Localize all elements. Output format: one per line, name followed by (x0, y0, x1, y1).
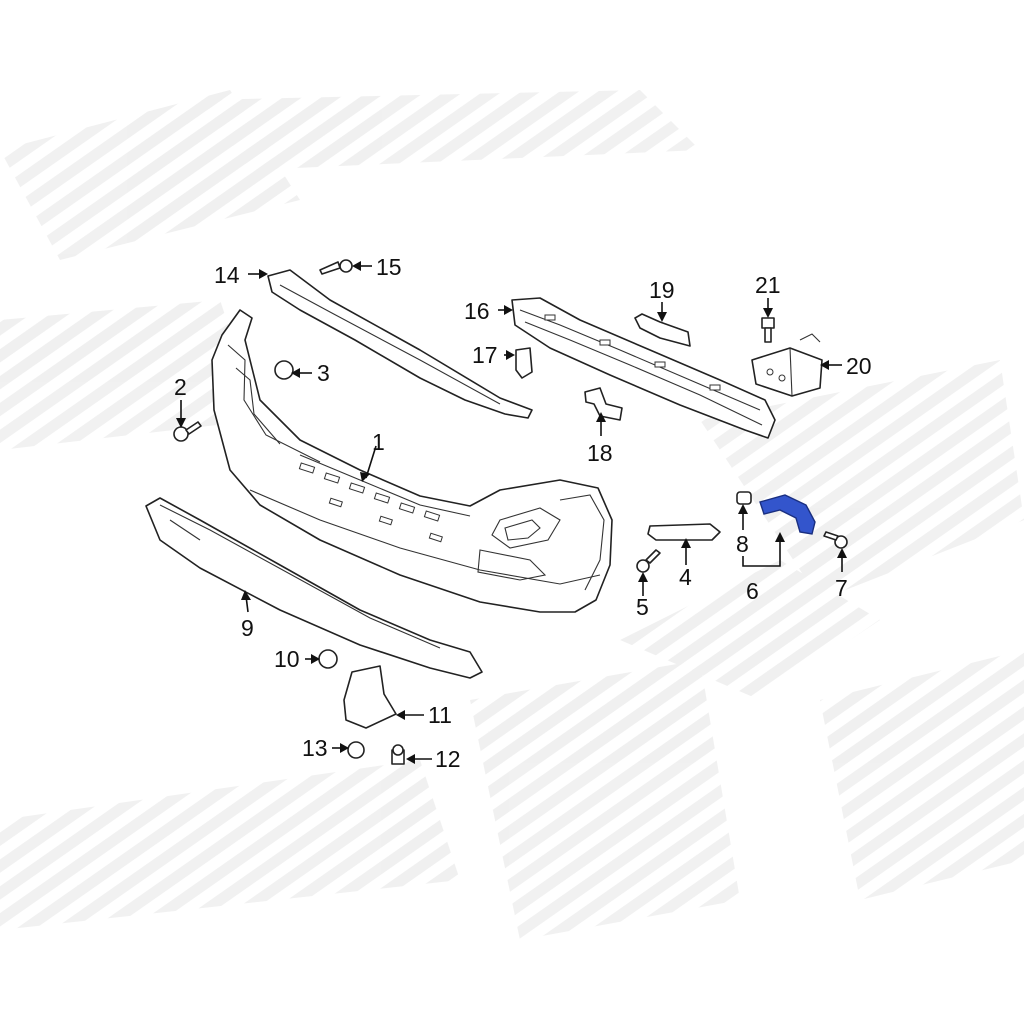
part-16-reinforcement (511, 297, 776, 439)
part-17-bracket (515, 347, 533, 379)
callout-18: 18 (587, 440, 613, 466)
watermark (0, 90, 1024, 940)
callout-12: 12 (435, 746, 461, 772)
callout-16: 16 (464, 298, 490, 324)
callout-5: 5 (636, 594, 649, 620)
callout-19: 19 (649, 277, 675, 303)
callout-3: 3 (317, 360, 330, 386)
part-9-lower-strip (145, 497, 483, 679)
part-4-reflector (647, 523, 721, 541)
callout-7: 7 (835, 575, 848, 601)
part-5-screw (636, 549, 661, 573)
callout-8: 8 (736, 531, 749, 557)
callout-21: 21 (755, 272, 781, 298)
part-15-screw (319, 259, 353, 275)
part-14-upper-strip (267, 269, 533, 419)
callout-6: 6 (746, 578, 759, 604)
part-21-bolt (761, 317, 775, 343)
part-3-nut (274, 360, 294, 380)
part-20-mount-bracket (751, 333, 823, 397)
callout-13: 13 (302, 735, 328, 761)
callout-11: 11 (428, 702, 452, 728)
callout-labels: 1 2 3 4 5 6 7 8 9 10 11 12 13 14 15 16 1… (174, 254, 872, 772)
callout-15: 15 (376, 254, 402, 280)
part-18-bracket (584, 387, 623, 421)
part-19-clip (634, 313, 691, 347)
callout-10: 10 (274, 646, 300, 672)
part-7-screw (823, 531, 848, 549)
part-6-side-bracket (759, 494, 816, 535)
callout-9: 9 (241, 615, 254, 641)
callout-20: 20 (846, 353, 872, 379)
part-8-clip (736, 491, 752, 505)
part-11-bracket (343, 665, 397, 729)
callout-2: 2 (174, 374, 187, 400)
part-13-nut (347, 741, 365, 759)
callout-17: 17 (472, 342, 498, 368)
callout-1: 1 (372, 429, 385, 455)
part-12-bolt (391, 744, 405, 765)
callout-4: 4 (679, 564, 692, 590)
callout-14: 14 (214, 262, 240, 288)
leader-lines (176, 261, 847, 764)
part-10-grommet (318, 649, 338, 669)
part-1-bumper-cover (211, 309, 613, 613)
